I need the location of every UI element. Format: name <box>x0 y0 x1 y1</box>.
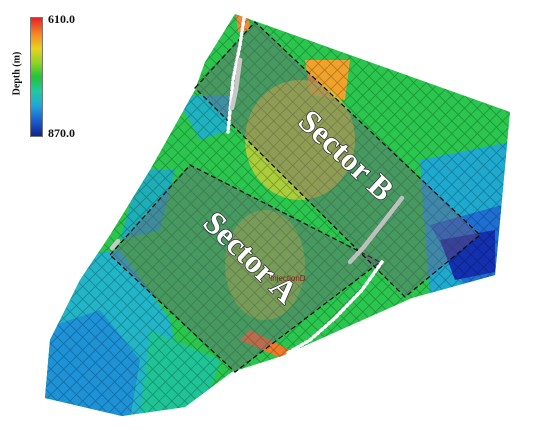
sector-a-overlay <box>109 164 382 373</box>
legend-min-label: 870.0 <box>48 126 75 140</box>
well-track-west-segment <box>109 238 121 251</box>
well-track-north-segment <box>229 57 243 111</box>
legend-max-label: 610.0 <box>48 12 75 26</box>
depth-legend-colorbar <box>30 17 43 137</box>
well-track-east <box>347 195 405 265</box>
well-label: InjectionD <box>270 274 306 283</box>
sector-b-overlay <box>194 21 481 298</box>
legend-title: Depth (m) <box>11 51 23 96</box>
well-track-south <box>284 260 384 356</box>
